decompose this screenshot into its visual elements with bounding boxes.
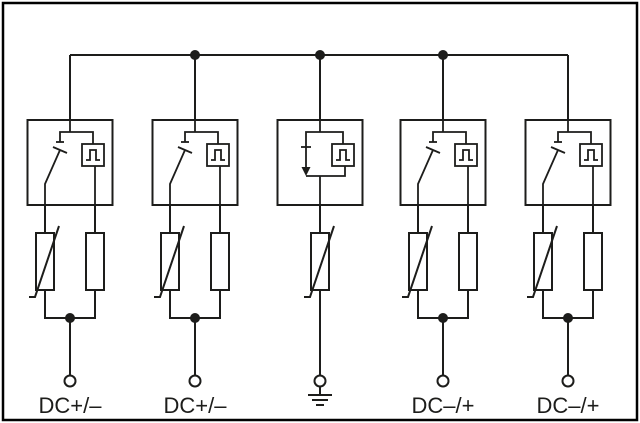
- varistor-icon: [28, 225, 60, 298]
- series-element-icon: [583, 232, 603, 291]
- series-element-icon: [458, 232, 478, 291]
- terminal-circle-icon: [313, 374, 327, 388]
- branch-bottom-wires: [169, 290, 221, 376]
- branch-bottom-wires: [44, 290, 96, 376]
- disconnector-switch-icon: [524, 119, 612, 206]
- series-element-icon: [210, 232, 230, 291]
- terminal-circle-icon: [561, 374, 575, 388]
- branch-3: [276, 55, 364, 406]
- branch-bottom-wires: [542, 290, 594, 376]
- junction-dot: [65, 313, 75, 323]
- branch-mid-wires: [44, 205, 96, 233]
- branch-1: DC+/–: [26, 55, 114, 418]
- terminal-circle-icon: [436, 374, 450, 388]
- branch-mid-wires: [417, 205, 469, 233]
- terminal-circle-icon: [188, 374, 202, 388]
- branch-mid-wires: [542, 205, 594, 233]
- branch-4: DC–/+: [399, 55, 487, 418]
- terminal-label: DC+/–: [39, 393, 103, 418]
- terminal-label: DC+/–: [164, 393, 228, 418]
- varistor-icon: [526, 225, 558, 298]
- branch-mid-wires: [169, 205, 221, 233]
- series-element-icon: [85, 232, 105, 291]
- varistor-icon: [303, 225, 335, 298]
- junction-dot: [190, 313, 200, 323]
- disconnector-switch-icon: [151, 119, 239, 206]
- branch-5: DC–/+: [524, 55, 612, 418]
- disconnector-switch-icon: [399, 119, 487, 206]
- terminal-circle-icon: [63, 374, 77, 388]
- terminal-label: DC–/+: [412, 393, 475, 418]
- spark-gap-box-icon: [276, 119, 364, 206]
- junction-dot: [438, 313, 448, 323]
- disconnector-switch-icon: [26, 119, 114, 206]
- varistor-icon: [401, 225, 433, 298]
- branch-bottom-wires: [417, 290, 469, 376]
- branch-2: DC+/–: [151, 55, 239, 418]
- junction-dot: [563, 313, 573, 323]
- terminal-label: DC–/+: [537, 393, 600, 418]
- varistor-icon: [153, 225, 185, 298]
- earth-ground-icon: [308, 386, 332, 406]
